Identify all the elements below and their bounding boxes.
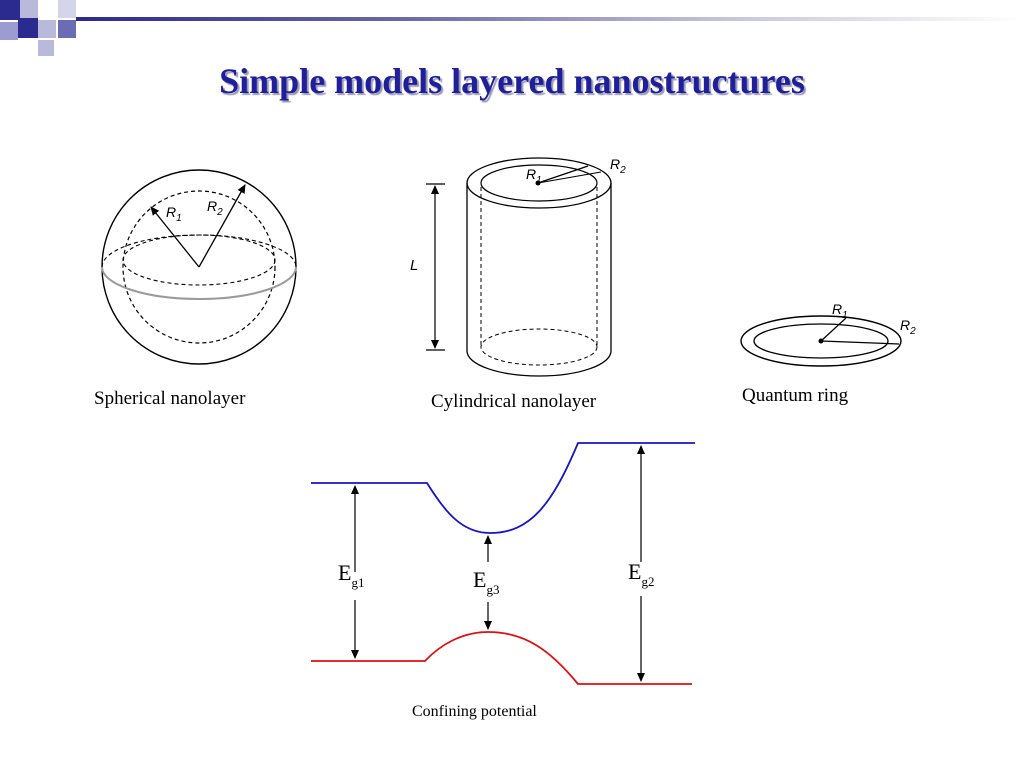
spherical-nanolayer-figure: R1 R2 bbox=[101, 169, 297, 365]
confining-potential-caption: Confining potential bbox=[412, 703, 537, 720]
sphere-equator-back bbox=[101, 234, 297, 268]
sphere-r1-label: R1 bbox=[166, 204, 182, 224]
sphere-r1-arrow bbox=[150, 206, 200, 268]
quantum-ring-figure: R1 R2 bbox=[740, 301, 916, 367]
ring-outer-ellipse bbox=[740, 315, 902, 367]
cylinder-r2-label: R2 bbox=[610, 156, 626, 176]
confining-potential-figure: Eg1 Eg3 Eg2 bbox=[311, 442, 695, 685]
slide-title: Simple models layered nanostructures bbox=[219, 61, 805, 101]
eg2-label: Eg2 bbox=[628, 559, 654, 589]
cylinder-r2-line bbox=[537, 171, 602, 184]
eg1-label: Eg1 bbox=[338, 560, 364, 590]
sphere-inner-equator bbox=[122, 234, 276, 286]
cylinder-r1-line bbox=[537, 165, 589, 184]
cylinder-inner-top bbox=[480, 164, 598, 202]
sphere-r2-label: R2 bbox=[207, 198, 223, 218]
quantum-ring-caption: Quantum ring bbox=[742, 385, 849, 406]
ring-r2-label: R2 bbox=[900, 317, 916, 337]
cylindrical-nanolayer-figure: R1 R2 L bbox=[410, 156, 626, 377]
ring-r2-line bbox=[820, 340, 900, 345]
sphere-equator-front bbox=[101, 266, 297, 300]
eg3-label: Eg3 bbox=[473, 567, 499, 597]
header-square-mid-1 bbox=[0, 22, 18, 40]
ring-r1-line bbox=[820, 317, 847, 342]
cylinder-r1-label: R1 bbox=[526, 166, 542, 186]
ring-r1-label: R1 bbox=[832, 301, 848, 321]
header-square-dark-2 bbox=[18, 18, 38, 38]
valence-band-curve bbox=[311, 631, 692, 685]
cylinder-inner-bottom bbox=[480, 328, 598, 366]
header-square-mid-2 bbox=[38, 40, 54, 56]
conduction-band-curve bbox=[311, 442, 695, 534]
sphere-inner-circle bbox=[122, 190, 276, 344]
cylinder-length-label: L bbox=[410, 257, 418, 274]
ring-inner-ellipse bbox=[753, 323, 889, 359]
cylinder-outer-bottom bbox=[466, 350, 612, 377]
header-square-mid-3 bbox=[58, 20, 76, 38]
spherical-nanolayer-caption: Spherical nanolayer bbox=[94, 388, 246, 409]
cylindrical-nanolayer-caption: Cylindrical nanolayer bbox=[431, 391, 597, 412]
header-square-light-1 bbox=[20, 0, 38, 18]
header-square-dark-1 bbox=[0, 0, 20, 20]
header-square-light-3 bbox=[58, 0, 76, 18]
header-square-light-2 bbox=[38, 20, 56, 38]
header-band-line bbox=[76, 17, 1024, 21]
sphere-r2-arrow bbox=[198, 184, 246, 268]
